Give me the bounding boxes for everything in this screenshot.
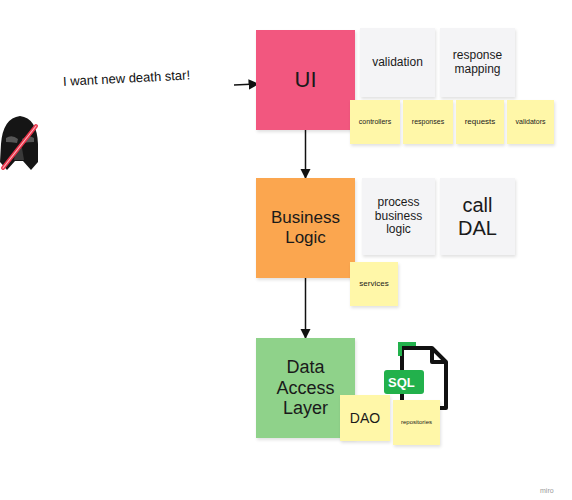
note-sticky: process business logic	[362, 178, 435, 255]
node-text: UI	[295, 67, 317, 92]
node-text: process business logic	[365, 196, 432, 237]
class-sticky: repositories	[393, 400, 440, 445]
speech-text: I want new death star!	[63, 67, 191, 89]
class-sticky: services	[350, 262, 398, 306]
note-sticky: response mapping	[440, 28, 515, 97]
flow-arrow	[305, 130, 307, 178]
class-sticky: validators	[507, 100, 554, 144]
watermark: miro	[540, 487, 554, 494]
node-text: repositories	[401, 419, 432, 426]
layer-box: Business Logic	[256, 178, 355, 278]
node-text: DAO	[350, 410, 380, 426]
speech-arrow	[234, 84, 258, 85]
class-sticky: requests	[456, 100, 504, 144]
file-type-label: SQL	[388, 375, 415, 390]
node-text: controllers	[359, 118, 391, 126]
note-sticky: validation	[360, 28, 435, 97]
vader-helmet	[0, 116, 38, 170]
class-sticky: controllers	[350, 100, 400, 144]
note-sticky: call DAL	[440, 178, 515, 255]
layer-box: UI	[256, 30, 355, 130]
class-sticky: responses	[403, 100, 453, 144]
class-sticky: DAO	[340, 395, 390, 441]
node-text: responses	[412, 118, 444, 126]
node-text: requests	[465, 117, 496, 126]
node-text: response mapping	[443, 49, 512, 77]
node-text: validation	[372, 56, 423, 70]
sql-file-icon	[384, 344, 446, 408]
node-text: validators	[516, 118, 546, 126]
node-text: Data Access Layer	[259, 357, 352, 419]
node-text: call DAL	[443, 194, 512, 240]
node-text: services	[359, 279, 388, 288]
node-text: Business Logic	[259, 208, 352, 247]
flow-arrow	[305, 278, 307, 338]
